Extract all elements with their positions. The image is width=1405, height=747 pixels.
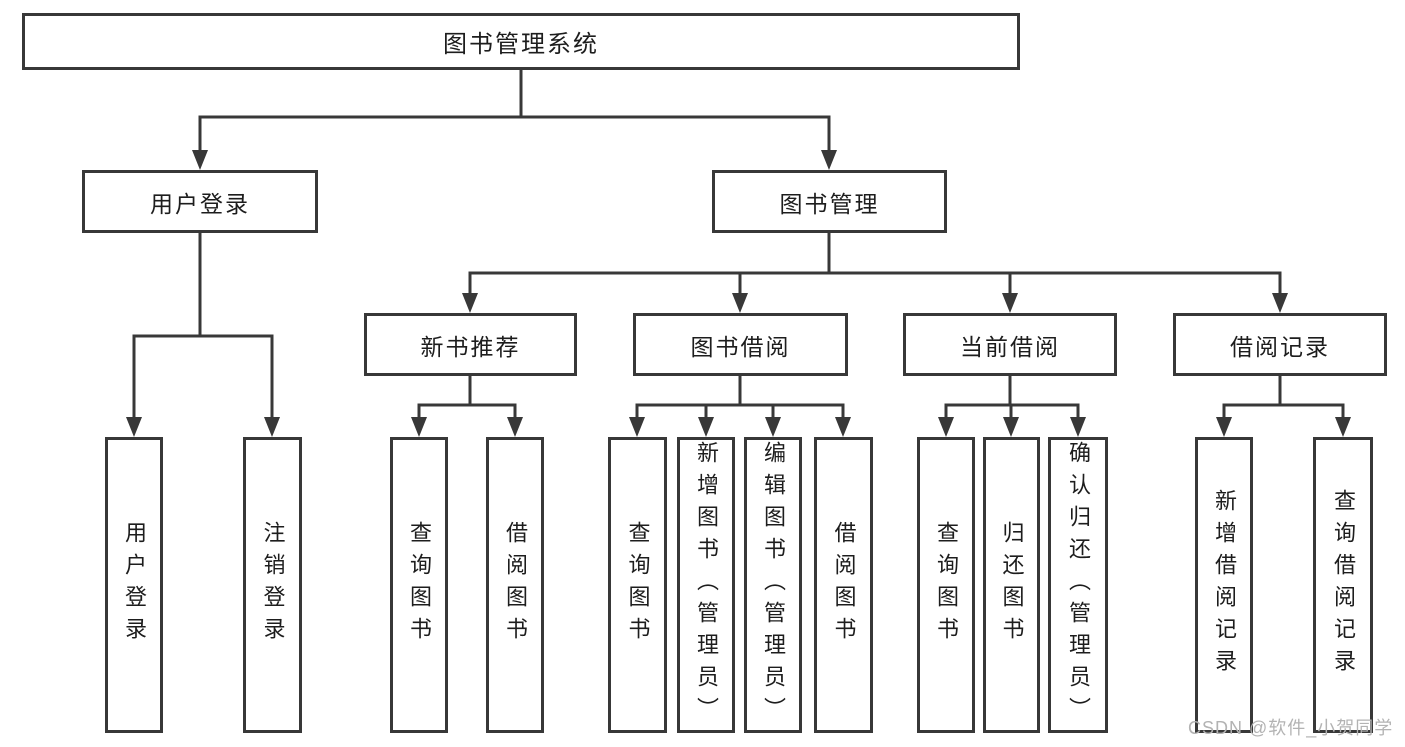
leaf-query-books-borrowing: 查询图书	[608, 437, 667, 733]
leaf-add-borrow-record: 新增借阅记录	[1195, 437, 1253, 733]
node-new-book-recommend: 新书推荐	[364, 313, 577, 376]
watermark: CSDN @软件_小贺同学	[1188, 718, 1394, 738]
leaf-add-book-admin-label: 新增图书（管理员）	[694, 441, 719, 729]
leaf-query-books-recommend-label: 查询图书	[407, 521, 432, 649]
leaf-query-books-current-label: 查询图书	[934, 521, 959, 649]
leaf-logout: 注销登录	[243, 437, 302, 733]
leaf-query-books-recommend: 查询图书	[390, 437, 448, 733]
root-node-label: 图书管理系统	[443, 31, 599, 58]
leaf-confirm-return-admin-label: 确认归还（管理员）	[1066, 441, 1091, 729]
leaf-add-borrow-record-label: 新增借阅记录	[1212, 489, 1237, 681]
leaf-query-books-borrowing-label: 查询图书	[625, 521, 651, 649]
node-user-login: 用户登录	[82, 170, 318, 233]
leaf-borrow-books-recommend: 借阅图书	[486, 437, 544, 733]
arrowheads	[126, 150, 1351, 437]
node-book-management: 图书管理	[712, 170, 947, 233]
node-book-borrowing: 图书借阅	[633, 313, 848, 376]
leaf-confirm-return-admin: 确认归还（管理员）	[1048, 437, 1108, 733]
node-borrowing-records-label: 借阅记录	[1230, 333, 1330, 360]
leaf-logout-label: 注销登录	[260, 521, 286, 649]
leaf-return-book-label: 归还图书	[999, 521, 1025, 649]
node-current-borrowing-label: 当前借阅	[960, 333, 1060, 360]
leaf-borrow-books-recommend-label: 借阅图书	[503, 521, 528, 649]
leaf-query-borrow-record-label: 查询借阅记录	[1331, 489, 1356, 681]
node-current-borrowing: 当前借阅	[903, 313, 1117, 376]
node-book-borrowing-label: 图书借阅	[690, 333, 791, 360]
node-new-book-recommend-label: 新书推荐	[420, 333, 521, 360]
leaf-return-book: 归还图书	[983, 437, 1040, 733]
leaf-add-book-admin: 新增图书（管理员）	[677, 437, 735, 733]
node-user-login-label: 用户登录	[150, 190, 250, 217]
leaf-edit-book-admin: 编辑图书（管理员）	[744, 437, 802, 733]
leaf-borrow-book-label: 借阅图书	[831, 521, 857, 649]
leaf-query-books-current: 查询图书	[917, 437, 975, 733]
leaf-user-login: 用户登录	[105, 437, 163, 733]
leaf-borrow-book: 借阅图书	[814, 437, 873, 733]
leaf-edit-book-admin-label: 编辑图书（管理员）	[761, 441, 786, 729]
leaf-query-borrow-record: 查询借阅记录	[1313, 437, 1373, 733]
node-book-management-label: 图书管理	[779, 190, 880, 217]
root-node-library-system: 图书管理系统	[22, 13, 1020, 70]
node-borrowing-records: 借阅记录	[1173, 313, 1387, 376]
leaf-user-login-label: 用户登录	[122, 521, 147, 649]
